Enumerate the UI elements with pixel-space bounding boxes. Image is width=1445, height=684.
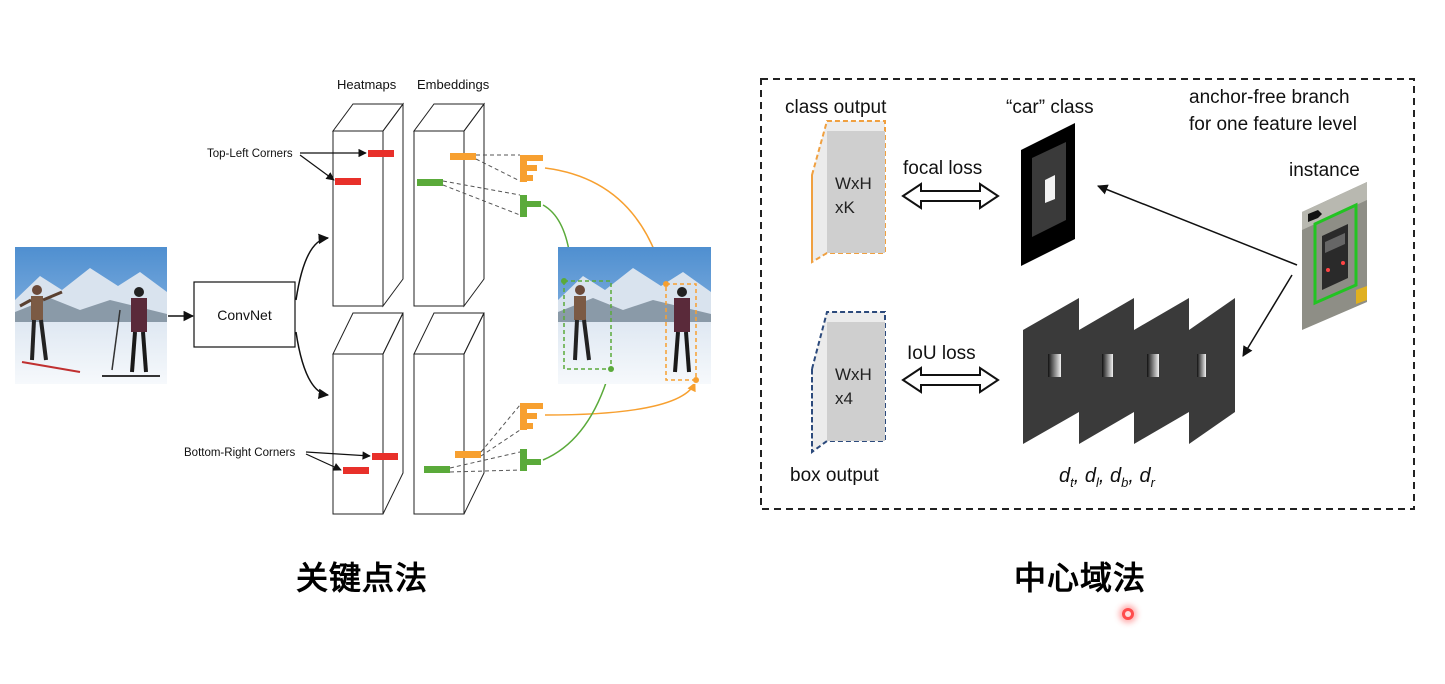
heatmaps-title: Heatmaps	[337, 77, 397, 92]
bottom-heatmap-block	[332, 312, 404, 515]
embedding-mark-green-bottom	[424, 466, 450, 473]
embedding-mark-orange-bottom	[455, 451, 481, 458]
green-grouping-curve-bottom	[542, 369, 613, 461]
center-region-method-caption: 中心域法	[1014, 559, 1147, 597]
top-left-corners-label: Top-Left Corners	[207, 148, 293, 160]
embedding-stack-orange-top	[520, 155, 543, 182]
box-dims-line1: WxH	[835, 365, 872, 384]
instance-car-image	[1302, 182, 1367, 330]
instance-to-class-arrow	[1097, 184, 1298, 266]
focal-loss-label: focal loss	[903, 158, 982, 179]
regression-maps	[1023, 298, 1235, 444]
orange-detection-box	[665, 283, 697, 381]
convnet-label: ConvNet	[217, 307, 272, 323]
bottom-right-corners-label: Bottom-Right Corners	[184, 447, 295, 459]
box-output-tensor: WxH x4	[811, 311, 886, 454]
car-class-label: “car” class	[1006, 97, 1094, 118]
embedding-stack-orange-bottom	[520, 403, 543, 430]
input-ski-photo	[15, 247, 167, 384]
top-heatmap-block	[332, 102, 404, 308]
focal-loss-double-arrow	[901, 182, 1000, 210]
class-output-label: class output	[785, 97, 887, 118]
class-output-tensor: WxH xK	[811, 120, 886, 264]
embedding-mark-orange-top	[450, 153, 476, 160]
regression-targets-label: dt, dl, db, dr	[1059, 465, 1156, 490]
branch-title-line2: for one feature level	[1189, 114, 1357, 135]
embedding-stack-green-bottom	[520, 449, 541, 471]
top-embedding-block	[413, 102, 485, 308]
keypoint-diagram: ConvNet Heatmaps Embeddings	[15, 77, 711, 515]
instance-label: instance	[1289, 160, 1360, 181]
instance-to-regression-arrow	[1242, 274, 1293, 357]
regression-map-1	[1023, 298, 1079, 444]
heatmap-mark-bottom-right-2	[343, 467, 369, 474]
bottom-embedding-block	[413, 312, 485, 515]
regression-map-2	[1079, 298, 1134, 444]
dashed-branch-frame	[760, 78, 1415, 510]
heatmap-mark-top-left-2	[335, 178, 361, 185]
branch-title-line1: anchor-free branch	[1189, 87, 1350, 108]
embedding-mark-green-top	[417, 179, 443, 186]
iou-loss-label: IoU loss	[907, 343, 976, 364]
instance-bounding-box	[1313, 202, 1358, 306]
embeddings-title: Embeddings	[417, 77, 490, 92]
regression-map-4	[1189, 298, 1235, 444]
car-class-heatmap	[1021, 123, 1075, 266]
convnet-box: ConvNet	[193, 281, 296, 348]
embedding-stack-green-top	[520, 195, 541, 217]
arrow-to-top-branch	[295, 233, 330, 301]
regression-map-3	[1134, 298, 1189, 444]
anchor-free-diagram: class output “car” class anchor-free bra…	[760, 78, 1415, 510]
heatmap-mark-top-left-1	[368, 150, 394, 157]
heatmap-mark-bottom-right-1	[372, 453, 398, 460]
class-dims-line2: xK	[835, 198, 856, 217]
keypoint-method-caption: 关键点法	[296, 559, 429, 597]
embedding-projection-lines	[442, 154, 521, 473]
box-output-label: box output	[790, 465, 879, 486]
class-dims-line1: WxH	[835, 174, 872, 193]
iou-loss-double-arrow	[901, 366, 1000, 394]
box-dims-line2: x4	[835, 389, 853, 408]
green-detection-box	[563, 280, 612, 370]
arrow-to-bottom-branch	[295, 331, 330, 399]
output-ski-photo	[558, 247, 711, 384]
pointer-cursor	[1122, 608, 1134, 620]
orange-grouping-curve-bottom	[544, 382, 696, 416]
